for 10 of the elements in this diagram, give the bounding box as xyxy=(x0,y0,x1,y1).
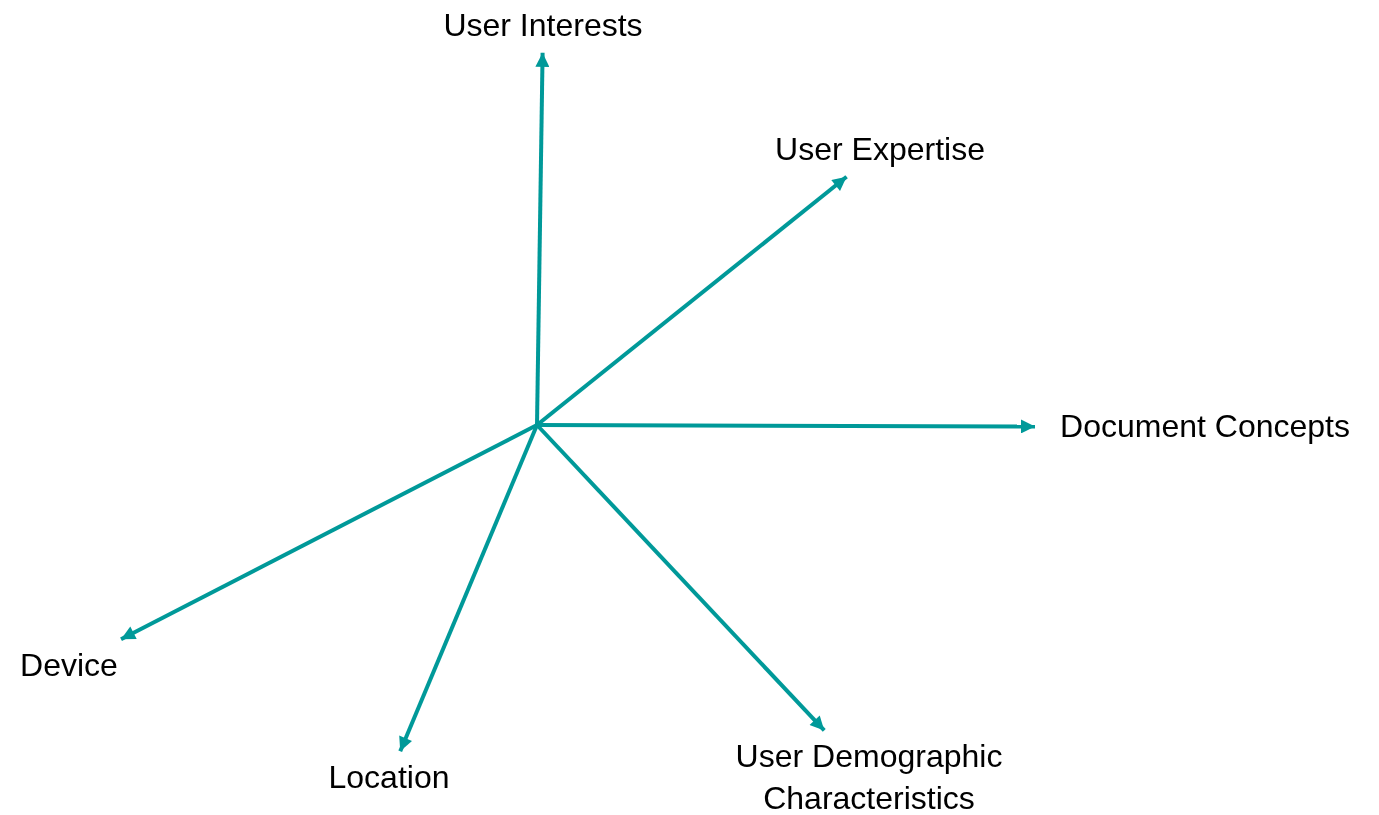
arrow xyxy=(535,52,550,426)
dimension-label: User Demographic Characteristics xyxy=(704,730,1034,815)
arrow xyxy=(398,424,539,752)
dimension-label: User Expertise xyxy=(750,123,1010,177)
arrow xyxy=(120,423,538,641)
arrow xyxy=(537,419,1035,434)
dimension-label: Location xyxy=(309,751,469,805)
dimension-label: Device xyxy=(4,639,134,693)
dimension-label: Document Concepts xyxy=(1035,400,1375,454)
dimension-label: User Interests xyxy=(418,0,668,53)
